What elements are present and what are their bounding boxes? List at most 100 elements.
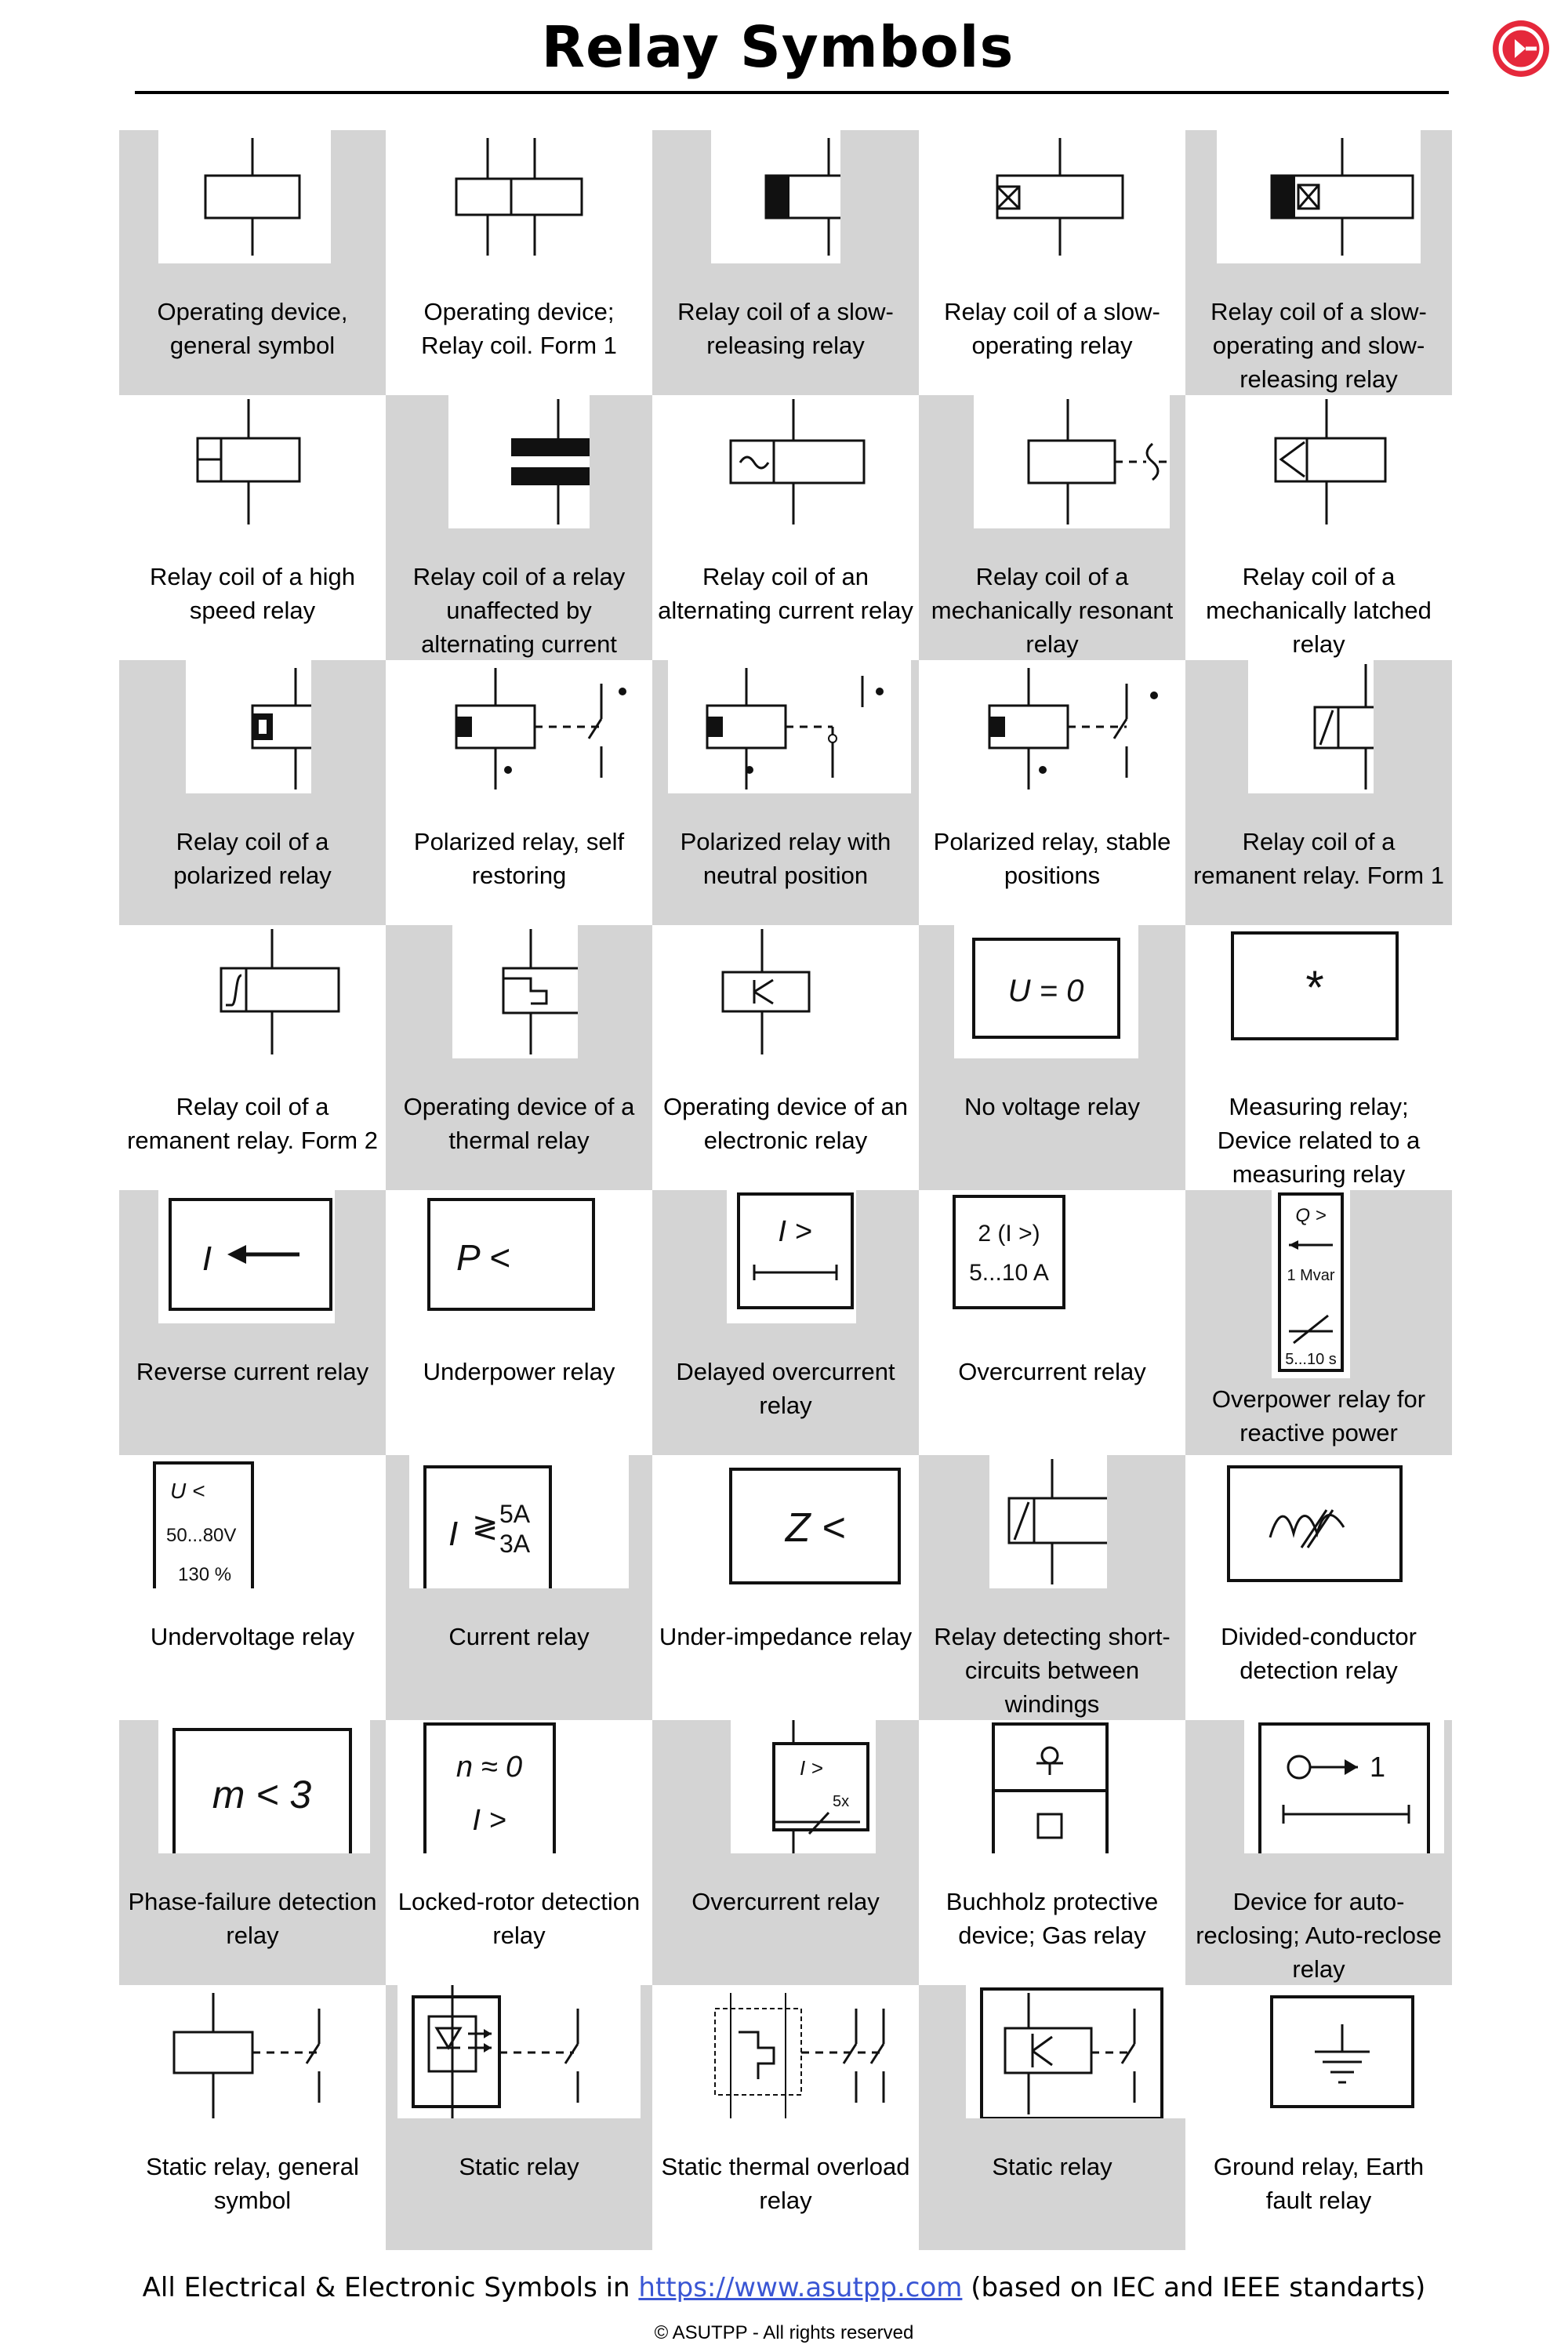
symbol-cell: Polarized relay, self restoring [386, 660, 652, 925]
symbol-cell: Operating device, general symbol [119, 130, 386, 395]
symbol-caption: Operating device of an electronic relay [663, 1093, 908, 1154]
symbol-cell: Polarized relay, stable positions [919, 660, 1185, 925]
underpower-relay-icon: P < [427, 1198, 595, 1311]
svg-text:P <: P < [456, 1237, 510, 1278]
symbol-caption: Relay detecting short-circuits between w… [934, 1623, 1171, 1718]
symbol-caption: Overpower relay for reactive power [1211, 1385, 1426, 1446]
operating-device-general-icon [204, 138, 301, 256]
symbol-caption: Polarized relay, stable positions [933, 828, 1171, 889]
symbol-cell: Operating device of an electronic relay [652, 925, 919, 1190]
svg-text:I >: I > [800, 1756, 823, 1780]
high-speed-relay-icon [196, 399, 301, 524]
symbol-caption: Relay coil of an alternating current rel… [658, 563, 913, 624]
ac-unaffected-relay-icon [511, 399, 590, 524]
symbol-cell: Relay coil of a relay unaffected by alte… [386, 395, 652, 660]
symbol-caption: No voltage relay [964, 1093, 1140, 1120]
polarized-relay-coil-icon [251, 668, 311, 789]
symbol-caption: Static relay [992, 2153, 1112, 2180]
symbol-caption: Relay coil of a mechanically latched rel… [1206, 563, 1432, 658]
symbol-cell: Static relay [386, 1985, 652, 2250]
electronic-relay-icon [721, 929, 811, 1054]
svg-text:1 Mvar: 1 Mvar [1287, 1267, 1334, 1284]
symbol-cell: P <Underpower relay [386, 1190, 652, 1455]
ac-relay-icon [729, 399, 866, 524]
no-voltage-relay-icon: U = 0 [972, 938, 1120, 1039]
symbol-cell: Relay detecting short-circuits between w… [919, 1455, 1185, 1720]
symbol-caption: Delayed overcurrent relay [676, 1358, 895, 1419]
svg-text:*: * [1305, 961, 1323, 1014]
symbol-cell: Relay coil of an alternating current rel… [652, 395, 919, 660]
svg-text:I >: I > [778, 1215, 811, 1248]
svg-text:5...10 s: 5...10 s [1285, 1351, 1337, 1368]
symbol-cell: * Measuring relay; Device related to a me… [1185, 925, 1452, 1190]
symbol-caption: Overcurrent relay [691, 1888, 880, 1915]
measuring-relay-icon: * [1231, 931, 1399, 1040]
delayed-overcurrent-relay-icon: I > [737, 1192, 854, 1309]
symbol-caption: Operating device; Relay coil. Form 1 [421, 298, 617, 359]
symbol-cell: Divided-conductor detection relay [1185, 1455, 1452, 1720]
page-title: Relay Symbols [541, 14, 1014, 80]
symbol-caption: Relay coil of a slow-operating relay [944, 298, 1160, 359]
symbol-caption: Phase-failure detection relay [128, 1888, 377, 1949]
svg-text:n ≈ 0: n ≈ 0 [456, 1751, 522, 1784]
symbol-caption: Relay coil of a relay unaffected by alte… [412, 563, 626, 658]
remanent-relay-form2-icon [220, 929, 340, 1054]
symbol-caption: Under-impedance relay [659, 1623, 913, 1650]
symbol-caption: Buchholz protective device; Gas relay [946, 1888, 1159, 1949]
thermal-relay-icon [502, 929, 578, 1054]
overcurrent-relay-delay-icon: I >5x [772, 1720, 869, 1853]
svg-text:I >: I > [472, 1804, 506, 1837]
symbol-caption: Ground relay, Earth fault relay [1213, 2153, 1425, 2214]
svg-text:2 (I >): 2 (I >) [978, 1221, 1040, 1247]
symbol-cell: Ground relay, Earth fault relay [1185, 1985, 1452, 2250]
symbol-cell: Relay coil of a remanent relay. Form 1 [1185, 660, 1452, 925]
svg-text:I: I [202, 1240, 212, 1278]
ground-fault-relay-icon [1270, 1995, 1414, 2108]
symbol-caption: Operating device, general symbol [157, 298, 348, 359]
svg-text:1: 1 [1370, 1751, 1385, 1783]
svg-text:I: I [448, 1515, 458, 1553]
symbol-cell: Polarized relay with neutral position [652, 660, 919, 925]
symbol-caption: Static thermal overload relay [661, 2153, 910, 2214]
symbol-caption: Current relay [448, 1623, 590, 1650]
relay-coil-form1-icon [455, 138, 583, 256]
symbol-cell: Relay coil of a remanent relay. Form 2 [119, 925, 386, 1190]
remanent-relay-form1-icon [1313, 664, 1374, 789]
svg-text:Z <: Z < [784, 1505, 846, 1551]
svg-text:U <: U < [170, 1479, 205, 1503]
symbol-cell: Relay coil of a mechanically latched rel… [1185, 395, 1452, 660]
symbol-caption: Device for auto-reclosing; Auto-reclose … [1196, 1888, 1442, 1983]
footer-link[interactable]: https://www.asutpp.com [638, 2272, 963, 2303]
symbol-cell: U = 0 No voltage relay [919, 925, 1185, 1190]
symbol-caption: Relay coil of a high speed relay [150, 563, 355, 624]
symbol-cell: Relay coil of a polarized relay [119, 660, 386, 925]
symbol-caption: Relay coil of a slow-releasing relay [677, 298, 894, 359]
symbol-caption: Operating device of a thermal relay [403, 1093, 635, 1154]
symbol-cell: Relay coil of a mechanically resonant re… [919, 395, 1185, 660]
copyright-text: © ASUTPP - All rights reserved [654, 2322, 914, 2343]
symbol-caption: Locked-rotor detection relay [397, 1888, 641, 1949]
asutpp-logo-icon [1493, 20, 1549, 77]
symbol-caption: Measuring relay; Device related to a mea… [1217, 1093, 1421, 1188]
under-impedance-relay-icon: Z < [729, 1468, 901, 1584]
overcurrent-relay-icon: 2 (I >)5...10 A [953, 1195, 1065, 1309]
symbol-cell: Static relay [919, 1985, 1185, 2250]
resonant-relay-icon [1027, 399, 1170, 524]
symbol-caption: Undervoltage relay [150, 1623, 355, 1650]
latched-relay-icon [1274, 399, 1387, 524]
reverse-current-relay-icon: I [169, 1198, 332, 1311]
symbol-cell: Relay coil of a high speed relay [119, 395, 386, 660]
title-divider [135, 91, 1449, 94]
svg-text:5A: 5A [499, 1500, 531, 1528]
symbol-cell: Operating device; Relay coil. Form 1 [386, 130, 652, 395]
svg-text:U = 0: U = 0 [1008, 974, 1084, 1008]
slow-operating-releasing-relay-icon [1270, 138, 1414, 256]
